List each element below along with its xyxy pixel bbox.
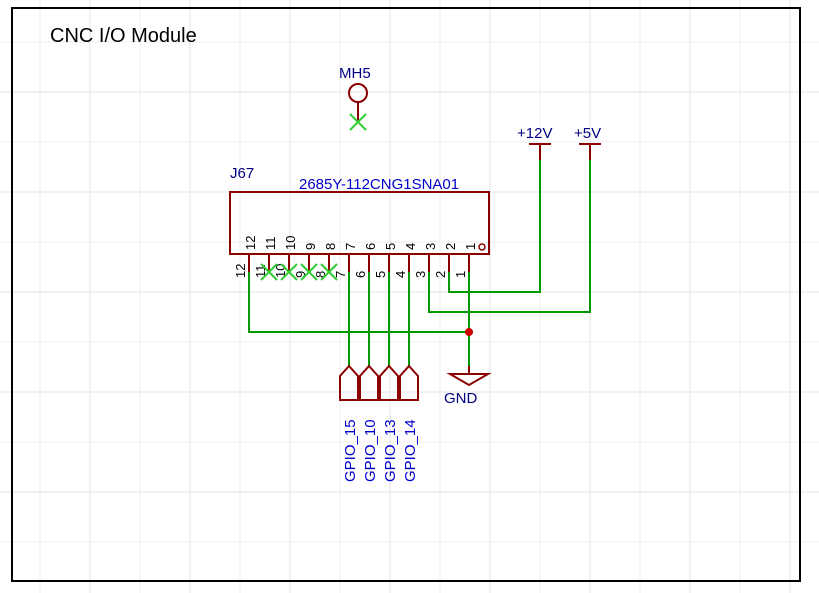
pin-number: 4 — [393, 271, 408, 278]
pin-number: 6 — [363, 243, 378, 250]
pin-number: 6 — [353, 271, 368, 278]
connector-body[interactable] — [229, 191, 490, 255]
j67-value: 2685Y-112CNG1SNA01 — [299, 176, 459, 193]
pin1-marker-icon — [478, 243, 486, 251]
net-label[interactable]: GPIO_13 — [382, 419, 399, 482]
j67-ref: J67 — [230, 165, 254, 182]
net-flag-icons — [339, 364, 419, 401]
pin-number: 1 — [463, 243, 478, 250]
pin-number: 1 — [453, 271, 468, 278]
mh5-ref: MH5 — [339, 65, 371, 82]
pin-number: 2 — [443, 243, 458, 250]
pin-number: 9 — [293, 271, 308, 278]
wires — [248, 160, 591, 366]
pin-number: 3 — [413, 271, 428, 278]
mounting-hole-icon[interactable] — [348, 83, 368, 103]
mh5-no-connect-icon — [349, 113, 367, 131]
power-5v-label: +5V — [574, 125, 601, 142]
pin-number: 4 — [403, 243, 418, 250]
net-labels: GPIO_15 GPIO_10 GPIO_13 GPIO_14 — [342, 419, 419, 482]
pin-number: 5 — [373, 271, 388, 278]
pin-number: 7 — [333, 271, 348, 278]
pin-number: 12 — [243, 236, 258, 250]
net-label[interactable]: GPIO_15 — [342, 419, 359, 482]
pin-number: 8 — [313, 271, 328, 278]
connector-pin-stubs — [248, 254, 470, 272]
pin-number: 5 — [383, 243, 398, 250]
pin-number: 2 — [433, 271, 448, 278]
pin-numbers-inside: 12 11 10 9 8 7 6 5 4 3 2 1 — [243, 236, 478, 250]
pin-number: 10 — [283, 236, 298, 250]
pin-number: 8 — [323, 243, 338, 250]
sheet-title: CNC I/O Module — [50, 25, 197, 47]
ground-icon[interactable] — [446, 373, 492, 387]
pin-number: 11 — [263, 237, 278, 251]
pin-number: 7 — [343, 243, 358, 250]
junction-dot — [465, 328, 473, 336]
sheet-frame — [11, 7, 801, 582]
pin-number: 9 — [303, 243, 318, 250]
pin-number: 12 — [233, 264, 248, 278]
net-label[interactable]: GPIO_10 — [362, 419, 379, 482]
net-label[interactable]: GPIO_14 — [402, 419, 419, 482]
pin-number: 3 — [423, 243, 438, 250]
no-connect-icons — [260, 263, 338, 281]
gnd-label: GND — [444, 390, 478, 407]
power-12v-label: +12V — [517, 125, 552, 142]
